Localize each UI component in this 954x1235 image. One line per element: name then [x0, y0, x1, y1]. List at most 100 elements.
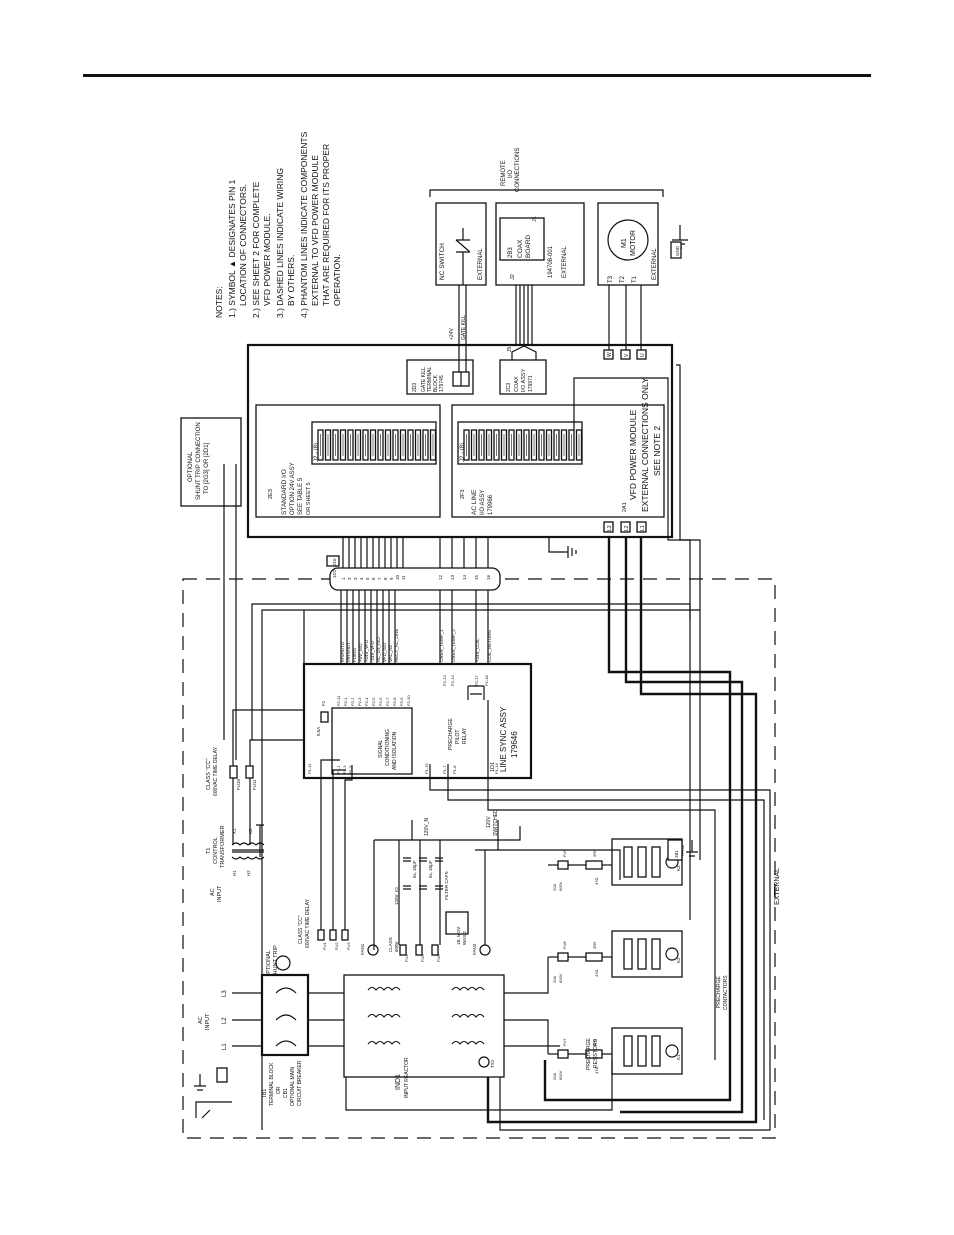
- cable-pin-label-text: 4: [359, 577, 364, 580]
- precharge-fuse-rating1: 20A: [552, 976, 557, 983]
- sig-cond-2: CONDITIONING: [385, 729, 391, 766]
- tb1-l2: TERMINAL BLOCK: [269, 1062, 275, 1106]
- precharge-fuse-label-text: FU9: [562, 849, 567, 857]
- coax-j2: J2: [510, 274, 516, 280]
- motor-ext: EXTERNAL: [652, 248, 658, 280]
- sync-pin-label-text: P1-1: [336, 765, 341, 774]
- cable-pin-label: 8: [383, 577, 388, 580]
- terminal-l3-label: L3: [607, 525, 613, 531]
- contactor-label-text: K1: [676, 1054, 681, 1060]
- notes-heading: NOTES:: [214, 286, 224, 318]
- phase-l1: L1: [222, 1043, 228, 1050]
- coax-board-ext: EXTERNAL: [562, 246, 568, 278]
- signal-label: FDINI1: [352, 647, 357, 662]
- precharge-resistor: [585, 860, 603, 870]
- contactor-pole: [637, 938, 647, 970]
- sync-pin-label: P2-4: [364, 697, 369, 706]
- sync-pin-label-text: P2-13: [442, 675, 447, 686]
- cable-pin-label-text: 11: [401, 575, 406, 580]
- cable-pin-label: 16: [486, 574, 491, 580]
- sync-pin-label: P2-17: [474, 675, 479, 686]
- ts1-switch: [478, 1056, 490, 1068]
- sync-pin-label-text: P2-4: [364, 697, 369, 706]
- signal-label-text: VFD_ISO: [382, 642, 387, 662]
- filter-caps-label1: 120V_IO: [394, 887, 399, 905]
- note-line: VFD POWER MODULE.: [262, 213, 272, 306]
- motor-wires: [608, 285, 642, 350]
- motor-gnd-ref-box: [670, 241, 682, 259]
- precharge-fuse-rating2-text: 600V: [558, 1070, 563, 1080]
- signal-label-text: AC_LN_ISO: [376, 637, 381, 662]
- note-line: 1.) SYMBOL ▲ DESIGNATES PIN 1: [227, 179, 237, 318]
- nc-switch-ext: EXTERNAL: [478, 248, 484, 280]
- mov-l1: 1B, MOV: [456, 927, 461, 945]
- gate-kill-block: [406, 359, 474, 395]
- shunt-trip-coil: [275, 955, 291, 971]
- precharge-resistor-value-text: 47Ω: [594, 878, 599, 885]
- fan-ground: [686, 840, 698, 857]
- gate-kill-wires: [458, 285, 467, 372]
- coax-board-label: 2B3 COAX BOARD: [508, 235, 532, 258]
- ac-line-io-ref: 2F3: [460, 490, 466, 499]
- sync-pin-label: P2-18: [484, 675, 489, 686]
- f1-fuse: [320, 711, 329, 723]
- contactor-pole: [623, 846, 633, 878]
- remote-label-1: REMOTE: [501, 160, 507, 186]
- vfd-module-label: 2A1 VFD POWER MODULE EXTERNAL CONNECTION…: [622, 377, 662, 512]
- signal-label: VAC_N2: [388, 644, 393, 662]
- fc-val1: 6x, 40μF: [412, 860, 417, 878]
- ac-line-io-l1: AC LINE: [471, 489, 478, 515]
- fu5-label: FU5: [420, 954, 425, 962]
- motor-label: M1 MOTOR: [621, 230, 637, 256]
- precharge-resistor-label-text: 2R5: [592, 941, 597, 949]
- shunt-trip-label: OPTIONAL SHUNT TRIP CONNECTION TO [2G3] …: [188, 422, 210, 500]
- cable-pin-label: 4: [359, 577, 364, 580]
- sync-pin-label: P1-8: [452, 765, 457, 774]
- signal-label: COIL_RETURN: [487, 630, 492, 662]
- signal-label: AC_LN_ISO: [376, 637, 381, 662]
- precharge-contactor: [611, 930, 683, 978]
- transformer-label: T1 CONTROL TRANSFORMER: [206, 826, 226, 869]
- signal-label: RECT_AC_LINE: [394, 628, 399, 662]
- remote-bracket: [429, 189, 664, 197]
- nc-switch-text: NC SWITCH: [439, 243, 446, 280]
- xfmr-h1: H1: [232, 870, 237, 876]
- sync-pin-label: P1-5: [348, 765, 353, 774]
- coax-io-ref: 2C3: [506, 383, 512, 392]
- fu123-wiring: [320, 759, 353, 930]
- cable-pin-label-text: 10: [395, 574, 400, 580]
- sync-pin-label-text: P2-7: [385, 697, 390, 706]
- sync-pin-label-text: P2-14: [450, 675, 455, 686]
- sync-pin-label: P2-1: [343, 697, 348, 706]
- ac-line-io-l3: 179966: [488, 494, 494, 515]
- sync-pin-label-text: P2-6: [378, 697, 383, 706]
- precharge-fuse-label-text: FU7: [562, 1038, 567, 1046]
- signal-label-text: OVER_TEMP_2: [451, 629, 456, 662]
- precharge-resistor-value-text: 47Ω: [594, 970, 599, 977]
- reactor-name: INPUT REACTOR: [404, 1057, 410, 1098]
- v120sw-label: 120V SWITCHED: [486, 809, 499, 836]
- pc-l2: CONTACTORS: [723, 975, 729, 1010]
- precharge-fuse-label-text: FU8: [562, 941, 567, 949]
- contactor-pole: [651, 846, 661, 878]
- fu2-fuse: [329, 929, 337, 941]
- precharge-fuse-rating2: 600V: [558, 881, 563, 891]
- sig-cond-3: AND ISOLATION: [392, 731, 398, 770]
- precharge-fuse: [557, 1049, 569, 1059]
- sync-pin-label: P2-8: [392, 697, 397, 706]
- signal-label: +24V_COIL: [475, 638, 480, 662]
- fu5-fuse: [415, 944, 423, 956]
- terminal-l1: [636, 521, 647, 533]
- shunt-l3: TO [2G3] OR [2D1]: [204, 442, 210, 494]
- mov-l2: WAS 2: [462, 931, 467, 945]
- motor-t3: T3: [608, 275, 614, 283]
- precharge-contactor: [611, 1027, 683, 1075]
- fan-gnd-ref: 2B1: [674, 849, 679, 858]
- contactor-label: K3: [676, 865, 681, 871]
- xfmr-input-label: AC INPUT: [210, 885, 223, 902]
- signal-label-text: /ARSHUT: [346, 642, 351, 662]
- gate-kill-l3: BLOCK: [433, 374, 439, 392]
- vfd-l3: SEE NOTE 2: [652, 426, 662, 476]
- sync-pin-label-text: P2-9: [399, 697, 404, 706]
